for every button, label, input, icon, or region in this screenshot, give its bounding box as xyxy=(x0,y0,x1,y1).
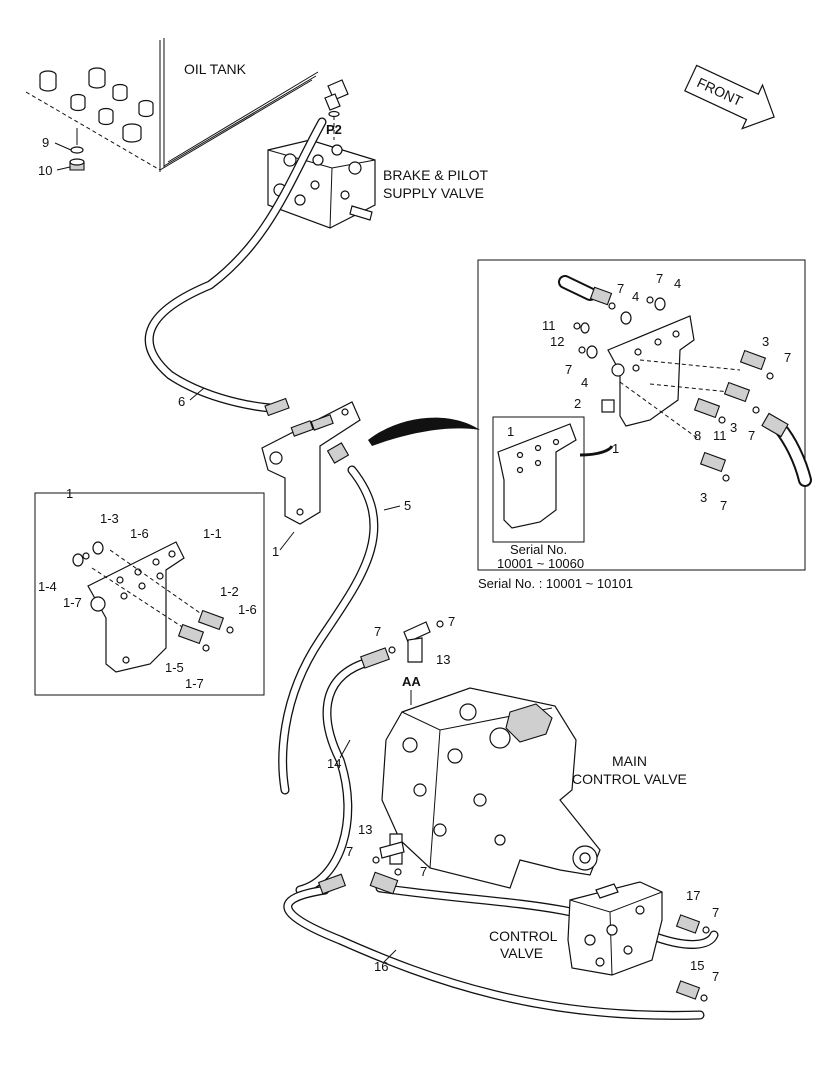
front-arrow-icon: FRONT xyxy=(684,64,775,130)
callout-13-a: 13 xyxy=(436,652,450,667)
callout-7-cv1: 7 xyxy=(712,905,719,920)
brake-pilot-supply-valve xyxy=(267,139,376,229)
callout-10: 10 xyxy=(38,163,52,178)
callout-8: 8 xyxy=(694,428,701,443)
callout-4-b: 4 xyxy=(674,276,681,291)
brake-pilot-label-line1: BRAKE & PILOT xyxy=(383,167,488,183)
callout-7-mid1: 7 xyxy=(346,844,353,859)
callout-1-main: 1 xyxy=(272,544,279,559)
callout-1-5: 1-5 xyxy=(165,660,184,675)
callout-3-b: 3 xyxy=(730,420,737,435)
callout-7-ins5: 7 xyxy=(748,428,755,443)
callout-1-2: 1-2 xyxy=(220,584,239,599)
callout-1-left-header: 1 xyxy=(66,486,73,501)
callout-4-c: 4 xyxy=(581,375,588,390)
control-valve-label-line1: CONTROL xyxy=(489,928,558,944)
callout-7-ins2: 7 xyxy=(656,271,663,286)
callout-1-7-b: 1-7 xyxy=(185,676,204,691)
serial-outer: Serial No. : 10001 ~ 10101 xyxy=(478,576,633,591)
callout-16: 16 xyxy=(374,959,388,974)
callout-7-cv2: 7 xyxy=(712,969,719,984)
callout-6: 6 xyxy=(178,394,185,409)
bracket-1 xyxy=(261,397,361,525)
tee-fitting-13-top xyxy=(360,620,444,669)
control-valve xyxy=(567,881,710,1002)
serial-inner-line2: 10001 ~ 10060 xyxy=(497,556,584,571)
port-aa: AA xyxy=(402,674,421,689)
detail-fittings xyxy=(558,275,812,487)
tank-fitting xyxy=(324,79,349,140)
hose-14 xyxy=(295,659,367,895)
callout-9: 9 xyxy=(42,135,49,150)
callout-17: 17 xyxy=(686,888,700,903)
callout-12: 12 xyxy=(550,334,564,349)
tee-fitting-13-bottom xyxy=(317,833,405,895)
detail-bracket-inner xyxy=(497,423,577,529)
hose-6 xyxy=(144,117,327,413)
callout-4-a: 4 xyxy=(632,289,639,304)
main-control-label-line1: MAIN xyxy=(612,753,647,769)
detail-pointer xyxy=(368,417,480,446)
callout-13-b: 13 xyxy=(358,822,372,837)
callout-7-top2: 7 xyxy=(448,614,455,629)
callout-1-3: 1-3 xyxy=(100,511,119,526)
callout-5: 5 xyxy=(404,498,411,513)
detail-bracket-left xyxy=(72,541,234,673)
callout-1-6-b: 1-6 xyxy=(238,602,257,617)
callout-7-ins1: 7 xyxy=(617,281,624,296)
callout-3-a: 3 xyxy=(762,334,769,349)
detail-box-inner xyxy=(492,416,585,543)
serial-inner-line1: Serial No. xyxy=(510,542,567,557)
callout-7-top: 7 xyxy=(374,624,381,639)
callout-1-inner: 1 xyxy=(507,424,514,439)
callout-1-1: 1-1 xyxy=(203,526,222,541)
detail-box-left xyxy=(34,492,265,696)
callout-11-a: 11 xyxy=(542,318,556,333)
main-control-valve xyxy=(381,687,601,889)
brake-pilot-label-line2: SUPPLY VALVE xyxy=(383,185,484,201)
main-control-label-line2: CONTROL VALVE xyxy=(572,771,687,787)
callout-7-ins4: 7 xyxy=(784,350,791,365)
callout-1-7-a: 1-7 xyxy=(63,595,82,610)
control-valve-label-line2: VALVE xyxy=(500,945,543,961)
callout-1-4: 1-4 xyxy=(38,579,57,594)
callout-14: 14 xyxy=(327,756,341,771)
callout-2: 2 xyxy=(574,396,581,411)
hose-16 xyxy=(283,885,705,1020)
callout-7-ins3: 7 xyxy=(565,362,572,377)
callout-7-ins6: 7 xyxy=(720,498,727,513)
hose-5 xyxy=(278,465,379,795)
oil-tank xyxy=(25,38,319,172)
detail-bracket-right xyxy=(607,315,741,441)
callout-11-b: 11 xyxy=(713,428,727,443)
oil-tank-label: OIL TANK xyxy=(184,61,247,77)
callout-3-c: 3 xyxy=(700,490,707,505)
callout-15: 15 xyxy=(690,958,704,973)
callout-1-detail: 1 xyxy=(612,441,619,456)
callout-1-6-a: 1-6 xyxy=(130,526,149,541)
callout-7-mid2: 7 xyxy=(420,864,427,879)
port-p2: P2 xyxy=(326,122,342,137)
detail-box-right xyxy=(477,259,806,571)
